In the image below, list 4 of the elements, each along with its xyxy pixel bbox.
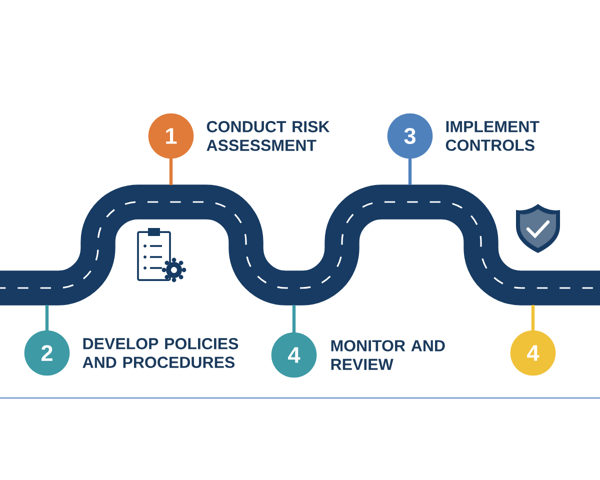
step-label: IMPLEMENT CONTROLS (446, 121, 540, 151)
step-label: DEVELOP POLICIES AND PROCEDURES (82, 338, 238, 368)
step-label: MONITOR AND REVIEW (331, 340, 445, 370)
step-label: CONDUCT RISK ASSESSMENT (206, 121, 330, 151)
